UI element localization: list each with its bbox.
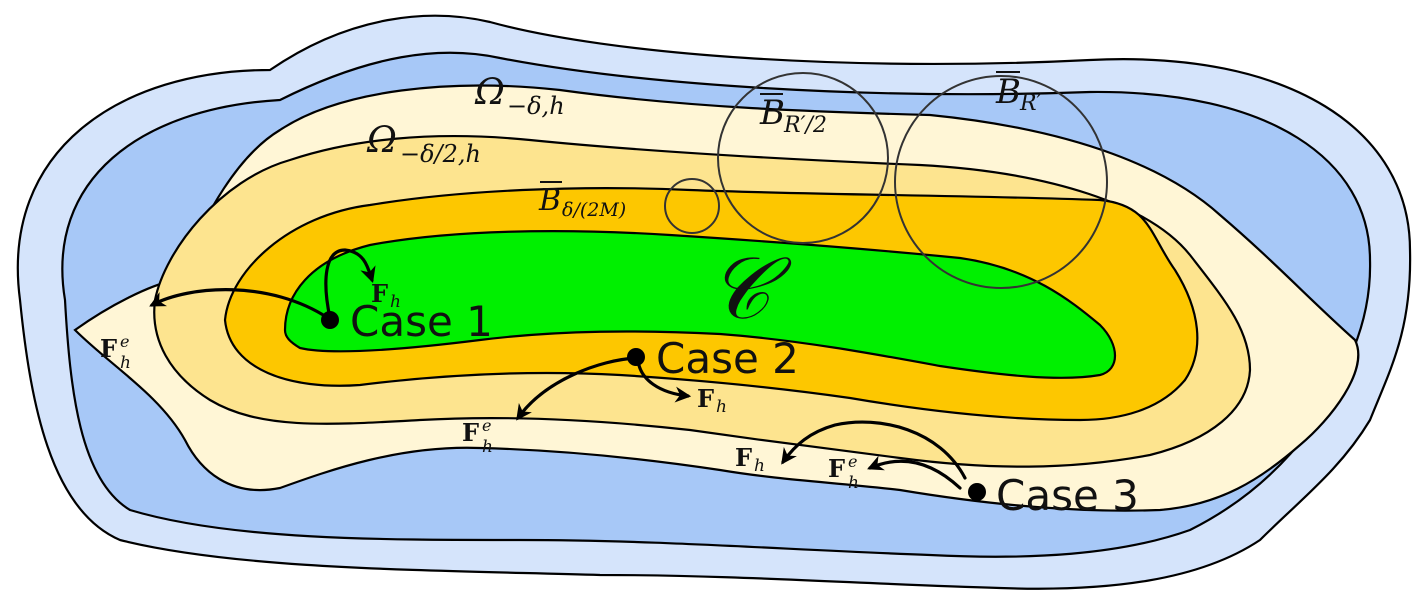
set-c-region xyxy=(283,230,1116,379)
svg-text:−δ,h: −δ,h xyxy=(507,92,565,120)
svg-text:Case 1: Case 1 xyxy=(350,297,493,346)
svg-text:F: F xyxy=(462,418,479,447)
case-1: Case 1 F h F e h xyxy=(100,248,493,373)
svg-text:h: h xyxy=(716,397,727,417)
ball-small-label: B δ/(2M) xyxy=(538,181,626,221)
omega-delta-label: Ω −δ,h xyxy=(474,72,565,120)
ball-mid-label: B R′/2 xyxy=(759,93,827,138)
svg-text:R′/2: R′/2 xyxy=(783,113,827,138)
svg-text:h: h xyxy=(482,437,493,457)
svg-text:Case 2: Case 2 xyxy=(656,334,799,383)
svg-text:B: B xyxy=(759,93,785,133)
ball-large xyxy=(894,75,1108,289)
svg-text:R′: R′ xyxy=(1019,91,1042,116)
svg-text:h: h xyxy=(390,292,401,312)
svg-text:e: e xyxy=(120,332,129,351)
svg-text:−δ/2,h: −δ/2,h xyxy=(400,140,481,168)
svg-text:Ω: Ω xyxy=(366,120,397,161)
ball-large-label: B R′ xyxy=(995,71,1042,116)
svg-text:Ω: Ω xyxy=(474,72,505,113)
svg-text:B: B xyxy=(538,183,561,218)
ball-small xyxy=(664,178,720,234)
svg-text:F: F xyxy=(371,279,388,308)
svg-text:F: F xyxy=(735,443,752,472)
case-2: Case 2 F h F e h xyxy=(462,334,799,457)
svg-text:δ/(2M): δ/(2M) xyxy=(562,199,626,221)
svg-text:e: e xyxy=(848,452,857,471)
case-3: Case 3 F h F e h xyxy=(735,420,1139,520)
svg-text:B: B xyxy=(995,72,1021,112)
svg-text:F: F xyxy=(697,384,714,413)
svg-text:h: h xyxy=(754,456,765,476)
svg-text:Case 3: Case 3 xyxy=(996,471,1139,520)
svg-text:F: F xyxy=(828,454,845,483)
svg-text:e: e xyxy=(482,416,491,435)
svg-text:F: F xyxy=(100,334,117,363)
svg-text:h: h xyxy=(848,473,859,493)
ball-mid xyxy=(717,72,889,244)
svg-text:h: h xyxy=(120,353,131,373)
omega-half-delta-label: Ω −δ/2,h xyxy=(366,120,481,168)
